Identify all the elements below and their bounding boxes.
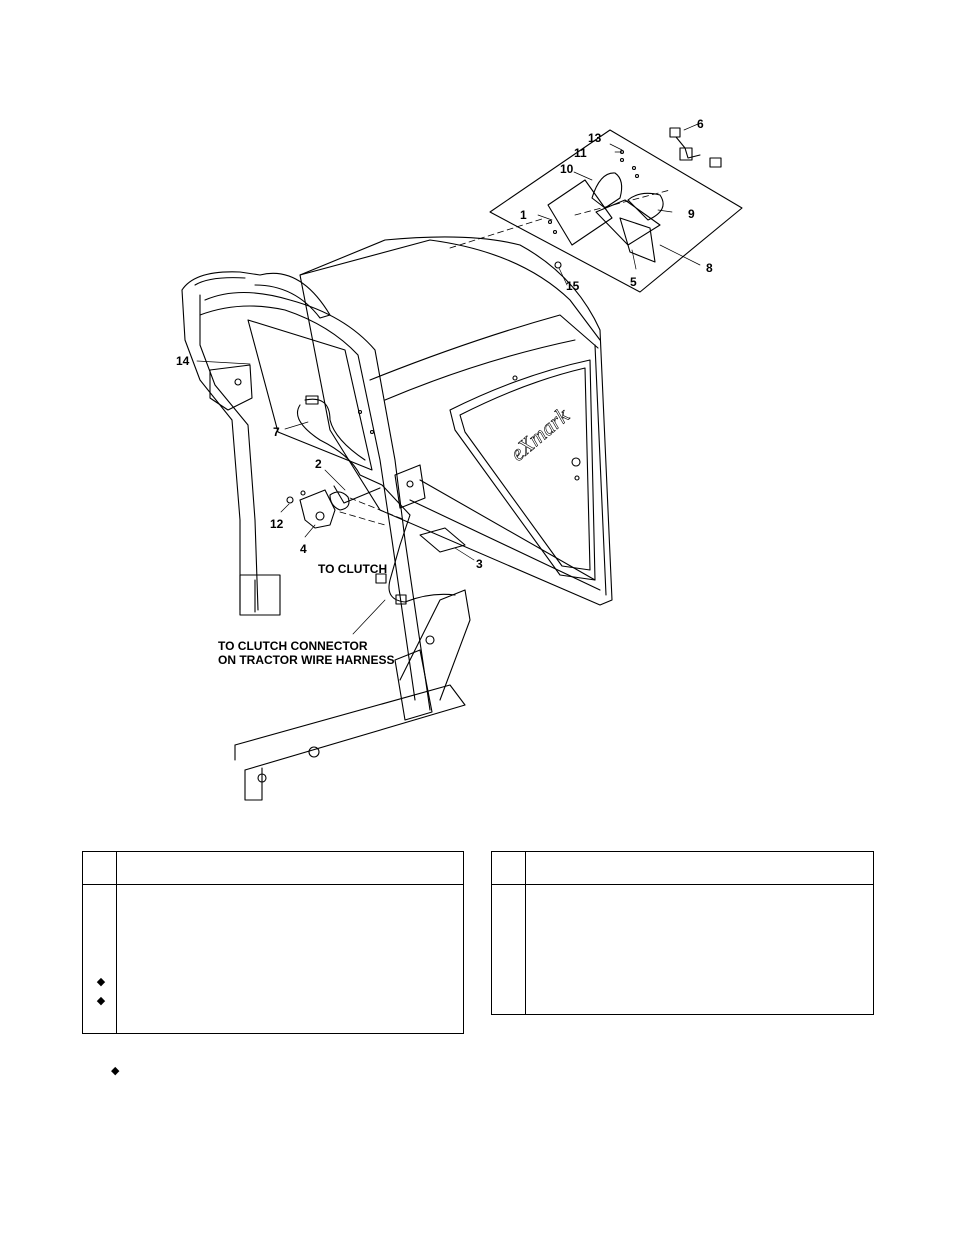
roll-bar-frame bbox=[181, 271, 431, 711]
kit-box bbox=[489, 127, 743, 293]
shield bbox=[419, 527, 466, 553]
callout-4: 4 bbox=[300, 542, 307, 556]
callout-9: 9 bbox=[688, 207, 695, 221]
callout-14: 14 bbox=[176, 354, 190, 368]
callout-7: 7 bbox=[273, 425, 280, 439]
callout-5: 5 bbox=[630, 275, 637, 289]
back-plate bbox=[247, 319, 375, 471]
note-to-clutch-connector-line2: ON TRACTOR WIRE HARNESS bbox=[218, 653, 394, 667]
note-to-clutch: TO CLUTCH bbox=[318, 562, 387, 576]
table-header-row bbox=[491, 851, 874, 885]
wire-harness bbox=[296, 395, 456, 605]
callout-13: 13 bbox=[588, 131, 602, 145]
callout-8: 8 bbox=[706, 261, 713, 275]
callout-10: 10 bbox=[560, 162, 574, 176]
parts-table-right bbox=[491, 851, 874, 1015]
footnote-marker: ◆ bbox=[111, 1065, 120, 1077]
callout-15: 15 bbox=[566, 279, 580, 293]
exploded-parts-diagram: eXmark bbox=[176, 117, 743, 801]
table-body-row: ◆ ◆ bbox=[82, 884, 464, 1034]
parts-table-left: ◆ ◆ bbox=[82, 851, 464, 1034]
table-header-row bbox=[82, 851, 464, 885]
note-to-clutch-connector-line1: TO CLUTCH CONNECTOR bbox=[218, 639, 368, 653]
callout-2: 2 bbox=[315, 457, 322, 471]
availability-marker: ◆ bbox=[96, 995, 106, 1007]
table-body-row bbox=[491, 884, 874, 1015]
brand-mark: eXmark bbox=[505, 402, 574, 466]
callout-3: 3 bbox=[476, 557, 483, 571]
callout-1: 1 bbox=[520, 208, 527, 222]
callout-6: 6 bbox=[697, 117, 704, 131]
callout-11: 11 bbox=[574, 146, 587, 160]
frame-rail bbox=[234, 589, 471, 801]
callout-12: 12 bbox=[270, 517, 284, 531]
availability-marker: ◆ bbox=[96, 976, 106, 988]
switch-bracket bbox=[286, 489, 350, 529]
